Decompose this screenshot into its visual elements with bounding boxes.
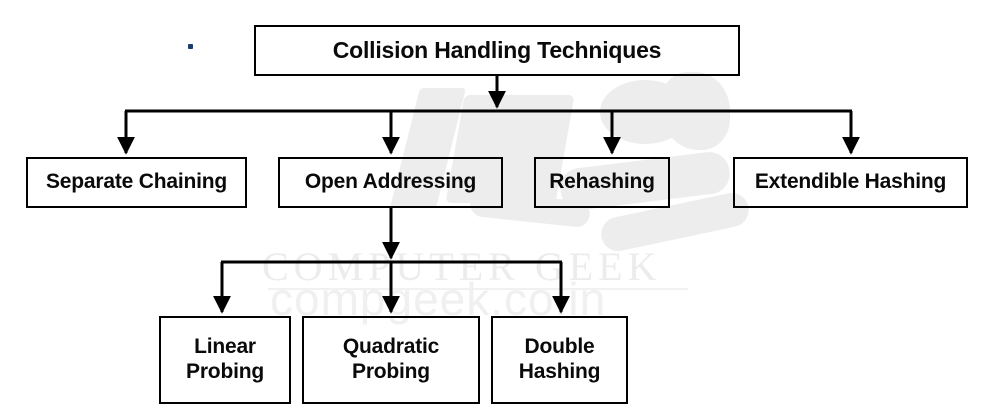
node-label: Extendible Hashing: [754, 170, 947, 194]
node-label: Double Hashing: [518, 335, 601, 383]
node-label: Collision Handling Techniques: [332, 36, 662, 63]
node-label: Linear Probing: [186, 335, 264, 383]
node-rehashing[interactable]: Rehashing: [534, 157, 670, 208]
node-extendible-hashing[interactable]: Extendible Hashing: [733, 157, 968, 208]
stray-dot-artifact: [188, 44, 193, 49]
node-label: Separate Chaining: [46, 170, 227, 194]
node-open-addressing[interactable]: Open Addressing: [278, 157, 503, 208]
node-label: Open Addressing: [304, 170, 477, 194]
node-double-hashing[interactable]: Double Hashing: [491, 316, 628, 404]
node-label: Quadratic Probing: [342, 335, 440, 383]
node-quadratic-probing[interactable]: Quadratic Probing: [302, 316, 480, 404]
node-label: Rehashing: [549, 170, 655, 194]
node-separate-chaining[interactable]: Separate Chaining: [26, 157, 247, 208]
node-linear-probing[interactable]: Linear Probing: [159, 316, 291, 404]
node-collision-handling-techniques[interactable]: Collision Handling Techniques: [254, 25, 740, 76]
